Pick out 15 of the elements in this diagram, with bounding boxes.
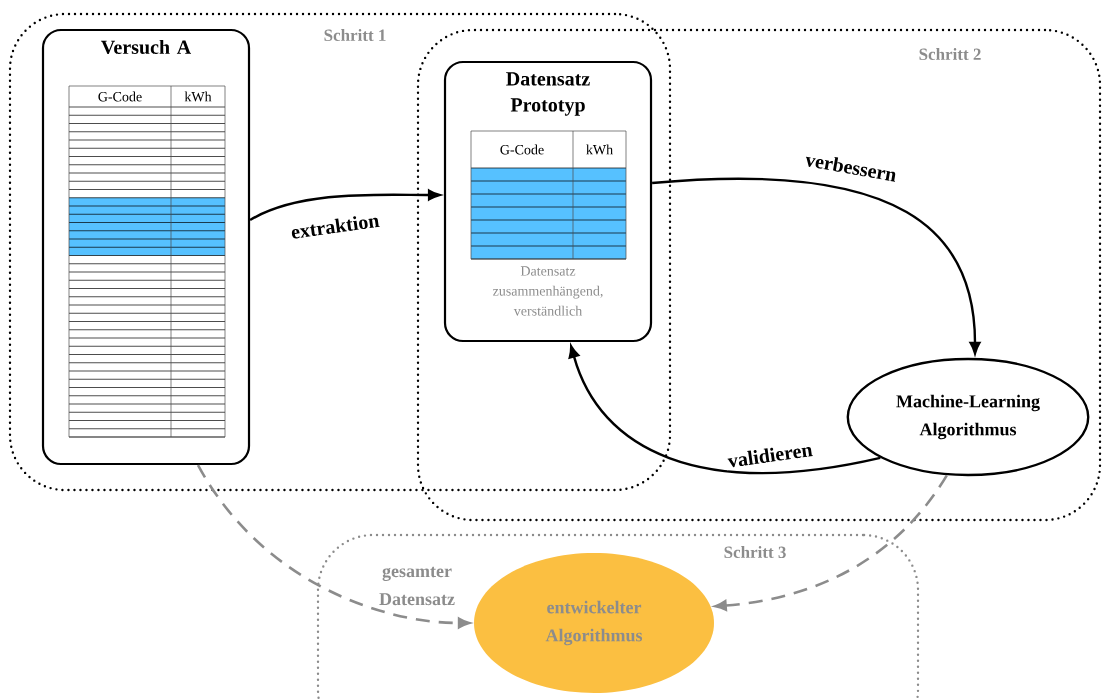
caption-text: Datensatz zusammenhängend, verständlich: [493, 266, 603, 316]
column-header: kWh: [184, 91, 212, 102]
column-header: kWh: [586, 144, 613, 155]
edge-label: verbessern: [802, 149, 900, 185]
arrow: [568, 345, 881, 475]
arrow: [249, 189, 441, 222]
edge-label: gesamter Datensatz: [366, 565, 468, 607]
column-header: G-Code: [500, 144, 544, 155]
card-title: Versuch A: [101, 39, 191, 55]
card-title: Datensatz Prototyp: [506, 72, 590, 116]
arrow: [652, 177, 981, 355]
edge-label: validieren: [724, 439, 816, 471]
edge-label: extraktion: [287, 210, 383, 242]
arrow: [196, 464, 471, 629]
column-header: G-Code: [98, 91, 142, 102]
